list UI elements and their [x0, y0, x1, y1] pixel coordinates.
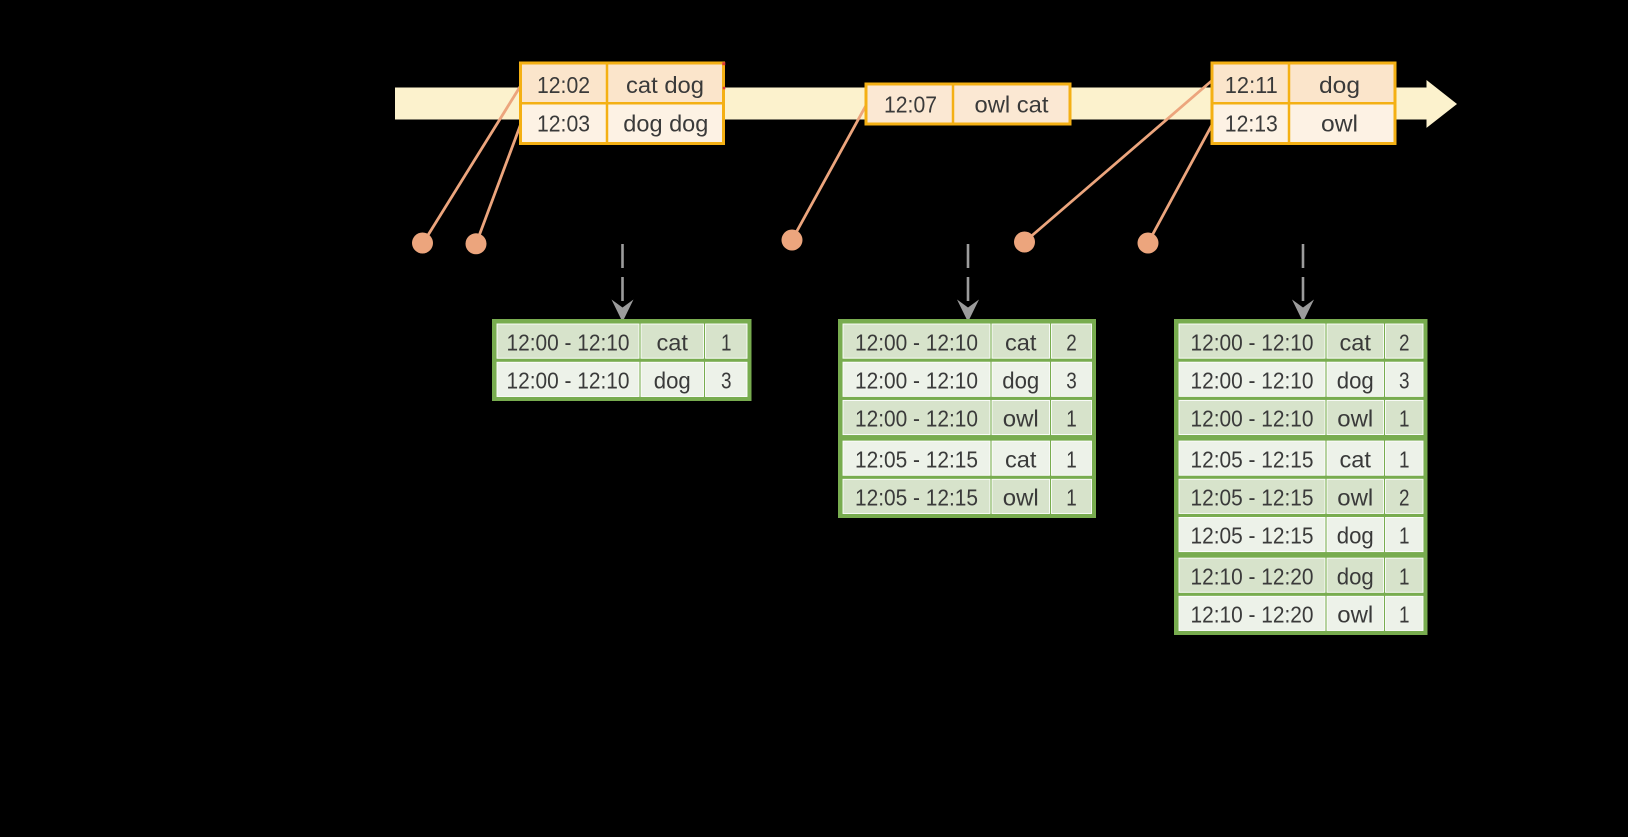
svg-text:12:00 - 12:10: 12:00 - 12:10	[1191, 406, 1314, 432]
svg-text:12:13: 12:13	[1225, 111, 1278, 137]
svg-text:12:10 - 12:20: 12:10 - 12:20	[1191, 563, 1314, 589]
svg-text:owl: owl	[1337, 406, 1373, 432]
svg-text:12:11: 12:11	[1225, 72, 1278, 98]
svg-text:12:00 - 12:10: 12:00 - 12:10	[1191, 329, 1314, 355]
svg-text:12:07: 12:07	[884, 92, 937, 118]
svg-text:12:10 - 12:20: 12:10 - 12:20	[1191, 602, 1314, 628]
svg-text:cat: cat	[1005, 446, 1037, 472]
svg-text:2: 2	[1066, 329, 1077, 355]
svg-text:dog: dog	[654, 368, 691, 394]
svg-text:dog: dog	[1337, 368, 1374, 394]
svg-text:12:05 - 12:15: 12:05 - 12:15	[1191, 446, 1314, 472]
svg-text:12:03: 12:03	[537, 111, 590, 137]
svg-text:dog dog: dog dog	[623, 111, 708, 137]
svg-text:1: 1	[721, 329, 732, 355]
svg-text:owl: owl	[1337, 602, 1373, 628]
svg-text:12:02: 12:02	[537, 72, 590, 98]
svg-text:3: 3	[1399, 368, 1410, 394]
svg-text:12:05 - 12:15: 12:05 - 12:15	[855, 446, 978, 472]
svg-text:dog: dog	[1002, 368, 1039, 394]
svg-text:1: 1	[1399, 563, 1410, 589]
svg-text:owl: owl	[1003, 485, 1039, 511]
svg-text:12:05 - 12:15: 12:05 - 12:15	[1191, 485, 1314, 511]
svg-text:1: 1	[1399, 406, 1410, 432]
svg-text:1: 1	[1399, 523, 1410, 549]
svg-text:12:00 - 12:10: 12:00 - 12:10	[855, 406, 978, 432]
svg-text:cat: cat	[1340, 446, 1372, 472]
svg-text:1: 1	[1066, 406, 1077, 432]
svg-text:cat: cat	[1340, 329, 1372, 355]
svg-text:cat: cat	[1005, 329, 1037, 355]
svg-text:cat: cat	[657, 329, 689, 355]
svg-text:dog: dog	[1337, 523, 1374, 549]
svg-text:1: 1	[1066, 446, 1077, 472]
svg-text:12:00 - 12:10: 12:00 - 12:10	[855, 329, 978, 355]
svg-text:2: 2	[1399, 485, 1410, 511]
svg-text:3: 3	[721, 368, 732, 394]
svg-text:12:05 - 12:15: 12:05 - 12:15	[855, 485, 978, 511]
svg-text:dog: dog	[1337, 563, 1374, 589]
svg-text:12:05 - 12:15: 12:05 - 12:15	[1191, 523, 1314, 549]
svg-text:12:00 - 12:10: 12:00 - 12:10	[507, 368, 630, 394]
svg-text:3: 3	[1066, 368, 1077, 394]
svg-text:1: 1	[1399, 446, 1410, 472]
svg-text:owl: owl	[1337, 485, 1373, 511]
svg-text:2: 2	[1399, 329, 1410, 355]
svg-text:dog: dog	[1319, 72, 1360, 98]
svg-text:cat dog: cat dog	[626, 72, 704, 98]
svg-text:owl cat: owl cat	[975, 92, 1050, 118]
svg-text:12:00 - 12:10: 12:00 - 12:10	[507, 329, 630, 355]
svg-text:1: 1	[1399, 602, 1410, 628]
svg-text:owl: owl	[1003, 406, 1039, 432]
svg-text:1: 1	[1066, 485, 1077, 511]
svg-text:owl: owl	[1321, 111, 1358, 137]
svg-text:12:00 - 12:10: 12:00 - 12:10	[1191, 368, 1314, 394]
svg-text:12:00 - 12:10: 12:00 - 12:10	[855, 368, 978, 394]
